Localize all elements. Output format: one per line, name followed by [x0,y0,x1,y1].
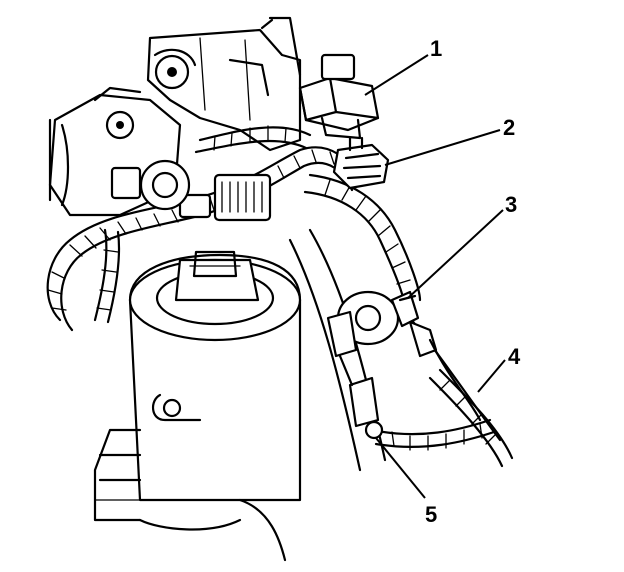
callout-2: 2 [503,115,515,140]
callout-labels: 1 2 3 4 5 [425,36,521,527]
engine-bracket [146,16,302,152]
sensor-module [298,53,380,140]
callout-1: 1 [430,36,442,61]
leader-4 [477,359,506,393]
leader-2 [384,129,501,166]
callout-3: 3 [505,192,517,217]
sensor-connector [332,136,390,190]
leader-lines [364,54,506,499]
callout-4: 4 [508,344,521,369]
leader-3 [407,209,504,299]
sensor-lead [428,368,514,468]
harness-connector [110,159,272,222]
callout-5: 5 [425,502,437,527]
leader-5 [375,437,426,499]
leader-1 [364,54,429,96]
starter-motor [93,250,302,562]
lower-connector [326,310,496,451]
